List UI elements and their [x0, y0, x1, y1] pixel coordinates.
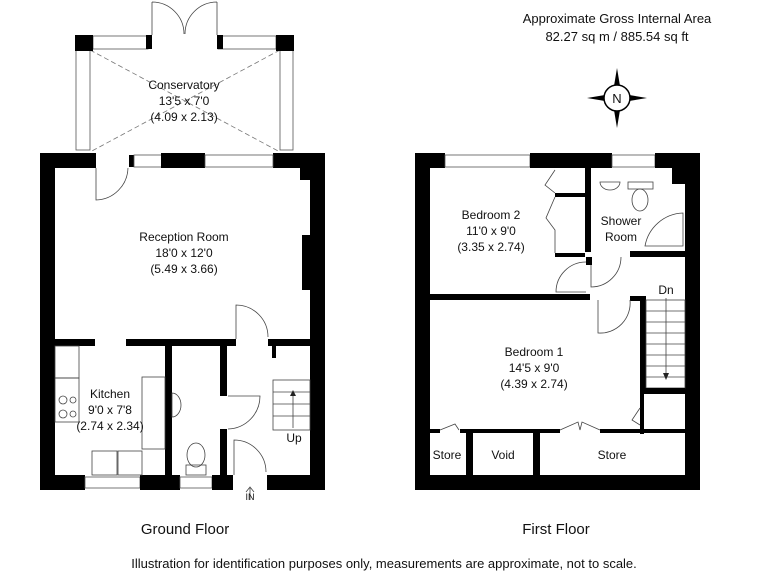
entrance-label: IN — [246, 492, 255, 502]
ground-floor-plan: Conservatory 13'5 x 7'0 (4.09 x 2.13) — [40, 1, 325, 538]
shower-room-name-line2: Room — [605, 230, 637, 244]
bedroom2-imperial: 11'0 x 9'0 — [466, 224, 516, 238]
reception-imperial: 18'0 x 12'0 — [155, 246, 213, 260]
conservatory-name: Conservatory — [148, 78, 219, 92]
first-floor-title: First Floor — [522, 521, 590, 538]
compass-icon: N — [587, 68, 647, 128]
disclaimer: Illustration for identification purposes… — [131, 556, 637, 571]
bedroom2-name: Bedroom 2 — [462, 208, 521, 222]
conservatory: Conservatory 13'5 x 7'0 (4.09 x 2.13) — [75, 1, 294, 153]
conservatory-metric: (4.09 x 2.13) — [150, 110, 217, 124]
store-right-label: Store — [598, 448, 627, 462]
first-floor-plan: Dn Bedroom 2 11'0 x 9'0 (3.35 x 2.74) Sh… — [415, 153, 700, 538]
compass-north-label: N — [612, 91, 621, 106]
kitchen-imperial: 9'0 x 7'8 — [88, 403, 132, 417]
area-value: 82.27 sq m / 885.54 sq ft — [545, 29, 688, 44]
conservatory-imperial: 13'5 x 7'0 — [159, 94, 210, 108]
bedroom1-imperial: 14'5 x 9'0 — [509, 361, 560, 375]
bedroom2-metric: (3.35 x 2.74) — [457, 240, 524, 254]
reception-metric: (5.49 x 3.66) — [150, 262, 217, 276]
ground-floor-title: Ground Floor — [141, 521, 229, 538]
first-floor-stairs[interactable] — [640, 296, 686, 394]
bedroom1-name: Bedroom 1 — [505, 345, 564, 359]
bedroom1-metric: (4.39 x 2.74) — [500, 377, 567, 391]
up-label: Up — [286, 431, 302, 445]
void-label: Void — [491, 448, 514, 462]
kitchen-name: Kitchen — [90, 387, 130, 401]
area-title: Approximate Gross Internal Area — [523, 11, 712, 26]
ground-stairs[interactable] — [272, 346, 311, 431]
down-label: Dn — [658, 283, 673, 297]
kitchen-metric: (2.74 x 2.34) — [76, 419, 143, 433]
reception-name: Reception Room — [139, 230, 228, 244]
store-left-label: Store — [433, 448, 462, 462]
shower-room-name-line1: Shower — [601, 214, 642, 228]
